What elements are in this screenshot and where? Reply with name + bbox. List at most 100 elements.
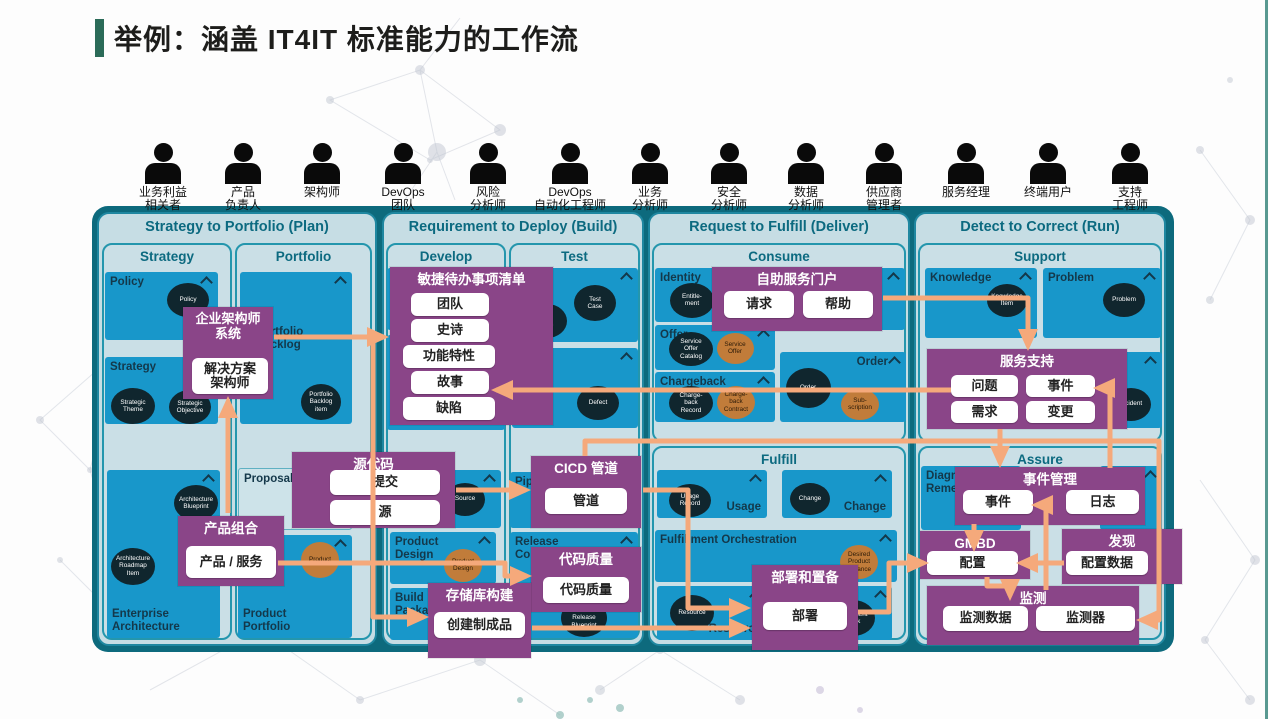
person-label: 安全分析师 — [710, 185, 747, 213]
chip-service-support: 事件 — [1026, 375, 1095, 397]
person-body-icon — [632, 163, 668, 184]
chip-agile-backlog: 史诗 — [411, 319, 489, 342]
person-architect: 架构师 — [274, 143, 370, 199]
person-head-icon — [1038, 143, 1058, 162]
box-offer: Offer — [655, 325, 775, 370]
column-header-detect-to-correct: Detect to Correct (Run) — [960, 219, 1120, 235]
person-security-analyst: 安全分析师 — [681, 143, 777, 213]
overlay-title: 代码质量 — [559, 552, 613, 567]
person-label: 业务分析师 — [631, 185, 668, 213]
box-label: Change — [843, 500, 886, 513]
box-label: Fulfillment Orchestration — [660, 534, 797, 546]
overlay-enterprise-architect-system: 企业架构师系统解决方案架构师 — [183, 307, 273, 399]
chip-agile-backlog: 故事 — [411, 371, 489, 394]
person-label: 供应商管理者 — [865, 185, 902, 213]
chip-self-service-portal: 请求 — [724, 291, 794, 318]
person-label: 架构师 — [303, 185, 340, 199]
chevron-up-icon — [880, 533, 892, 545]
chip-self-service-portal: 帮助 — [803, 291, 873, 318]
person-data-analyst: 数据分析师 — [758, 143, 854, 213]
person-body-icon — [385, 163, 421, 184]
chevron-up-icon — [889, 355, 901, 367]
data-object-circle: Resource — [670, 595, 714, 631]
person-body-icon — [304, 163, 340, 184]
chevron-up-icon — [875, 589, 887, 601]
chip-agile-backlog: 缺陷 — [403, 397, 495, 420]
person-product-owner: 产品负责人 — [195, 143, 291, 213]
person-label: 风险分析师 — [469, 185, 506, 213]
column-header-requirement-to-deploy: Requirement to Deploy (Build) — [408, 219, 618, 235]
chip-monitoring: 监测数据 — [943, 606, 1028, 631]
overlay-agile-backlog: 敏捷待办事项清单团队史诗功能特性故事缺陷 — [390, 267, 553, 425]
overlay-source-code: 源代码提交源 — [292, 452, 455, 528]
data-object-circle: Entitle-ment — [670, 282, 714, 318]
overlay-title: 存储库构建 — [445, 588, 514, 603]
person-business-analyst: 业务分析师 — [602, 143, 698, 213]
data-object-circle: Defect — [577, 386, 619, 420]
overlay-self-service-portal: 自助服务门户请求帮助 — [712, 267, 882, 331]
chip-event-management: 日志 — [1066, 490, 1139, 514]
chip-source-code: 源 — [330, 500, 440, 525]
chip-agile-backlog: 团队 — [411, 293, 489, 316]
person-head-icon — [640, 143, 660, 162]
data-object-circle: Order — [785, 368, 831, 408]
title-accent-bar — [95, 19, 104, 57]
person-body-icon — [470, 163, 506, 184]
overlay-title: CICD 管道 — [554, 461, 618, 476]
person-service-manager: 服务经理 — [918, 143, 1014, 199]
chip-agile-backlog: 功能特性 — [403, 345, 495, 368]
chevron-up-icon — [1144, 271, 1156, 283]
overlay-title: 产品组合 — [204, 521, 258, 536]
overlay-title: 企业架构师系统 — [195, 311, 261, 341]
person-head-icon — [153, 143, 173, 162]
overlay-product-portfolio-tool: 产品组合产品 / 服务 — [178, 516, 284, 586]
person-body-icon — [711, 163, 747, 184]
person-supplier-manager: 供应商管理者 — [836, 143, 932, 213]
key-data-object-circle: Sub-scription — [841, 388, 879, 420]
person-end-user: 终端用户 — [1000, 143, 1096, 199]
person-label: 数据分析师 — [787, 185, 824, 213]
overlay-cicd-pipeline: CICD 管道管道 — [531, 456, 641, 528]
person-head-icon — [393, 143, 413, 162]
chevron-up-icon — [201, 275, 213, 287]
data-object-circle: Problem — [1103, 283, 1145, 317]
chip-deploy-provision: 部署 — [763, 602, 847, 630]
overlay-service-support: 服务支持问题事件需求变更 — [927, 349, 1127, 429]
column-header-strategy-to-portfolio: Strategy to Portfolio (Plan) — [145, 219, 329, 235]
person-head-icon — [796, 143, 816, 162]
chevron-up-icon — [335, 538, 347, 550]
person-head-icon — [478, 143, 498, 162]
chip-enterprise-architect-system: 解决方案架构师 — [192, 358, 268, 394]
section-header-fulfill: Fulfill — [761, 452, 797, 467]
chevron-up-icon — [750, 473, 762, 485]
chip-discovery: 配置数据 — [1066, 551, 1148, 575]
overlay-deploy-provision: 部署和置备部署 — [752, 565, 858, 650]
person-head-icon — [719, 143, 739, 162]
overlay-title: 事件管理 — [1023, 472, 1077, 487]
chevron-up-icon — [621, 271, 633, 283]
data-object-circle: Change — [790, 483, 830, 515]
overlay-event-management: 事件管理事件 日志 — [955, 467, 1145, 525]
person-business-stakeholder: 业务利益相关者 — [115, 143, 211, 213]
person-body-icon — [788, 163, 824, 184]
overlay-discovery: 发现配置数据 — [1062, 529, 1182, 584]
person-body-icon — [1112, 163, 1148, 184]
chip-gmbd: 配置 — [927, 551, 1018, 575]
person-label: 业务利益相关者 — [138, 185, 187, 213]
person-head-icon — [956, 143, 976, 162]
overlay-title: GMBD — [954, 536, 996, 551]
chip-event-management: 事件 — [963, 490, 1033, 514]
chevron-up-icon — [758, 375, 770, 387]
box-label: Strategy — [110, 361, 157, 373]
